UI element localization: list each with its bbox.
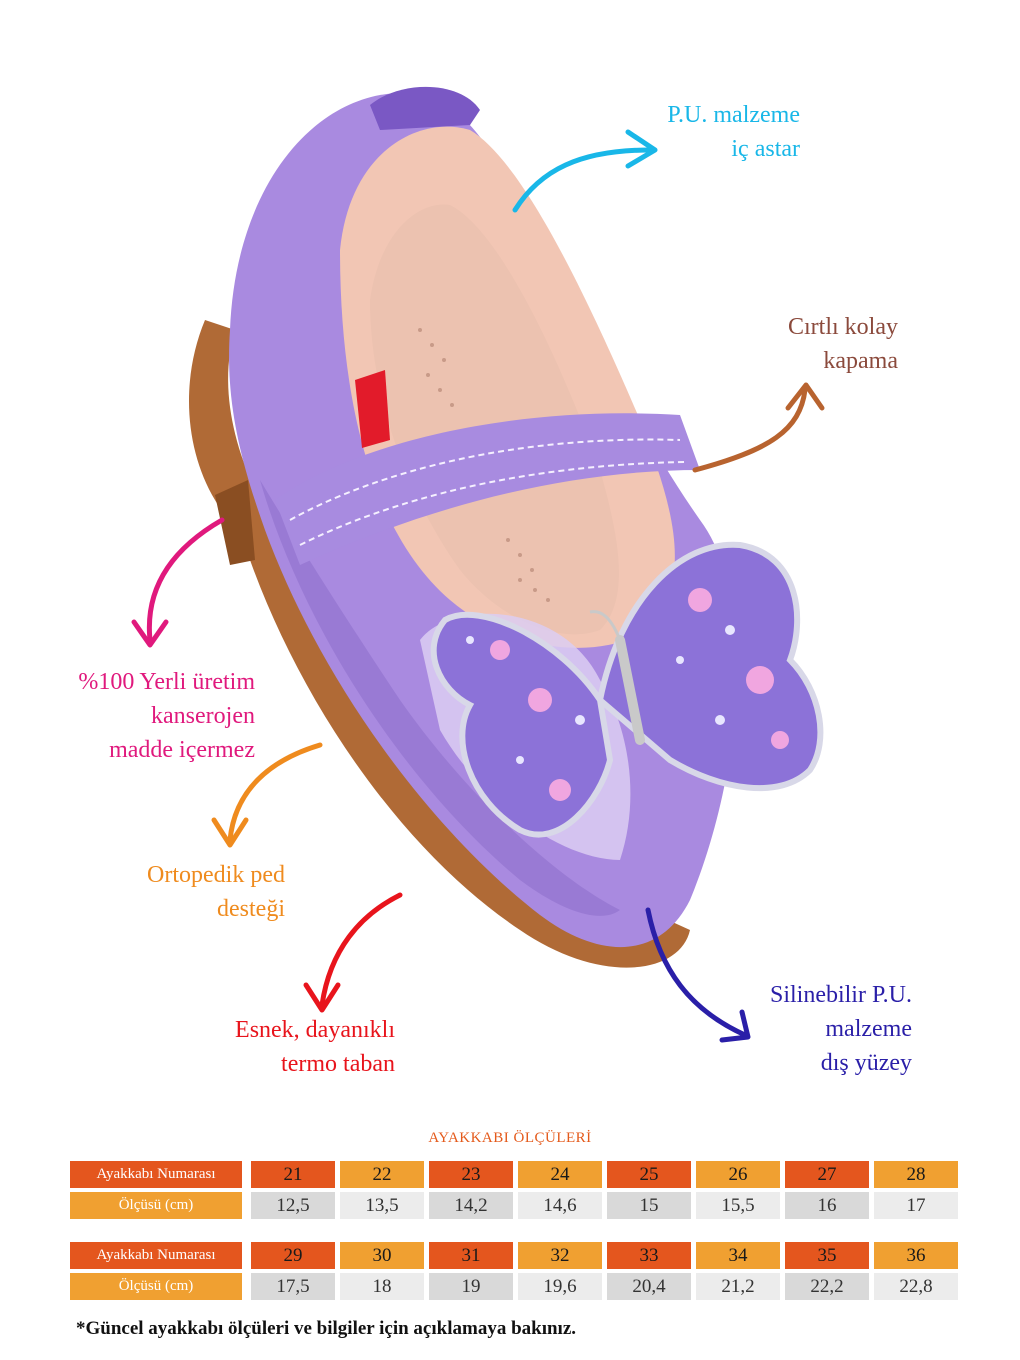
callout-text: Esnek, dayanıklı	[235, 1017, 395, 1043]
callout-arrows	[131, 129, 825, 1043]
arrow-closure	[692, 387, 808, 473]
size-cell: 31	[429, 1242, 513, 1269]
callout-text: Silinebilir P.U.	[769, 982, 912, 1008]
callout-text: kanserojen	[151, 703, 255, 729]
size-cell: 33	[607, 1242, 691, 1269]
measure-cell: 22,8	[874, 1273, 958, 1300]
callout-surface: Silinebilir P.U. malzeme dış yüzey	[730, 978, 912, 1080]
measure-cell: 14,2	[429, 1192, 513, 1219]
shoe-strap	[275, 413, 700, 565]
measure-cell: 22,2	[785, 1273, 869, 1300]
size-cell: 21	[251, 1161, 335, 1188]
size-cell: 24	[518, 1161, 602, 1188]
callout-text: termo taban	[281, 1051, 395, 1077]
measure-cell: 12,5	[251, 1192, 335, 1219]
arrow-sole	[319, 892, 403, 1008]
shoe-illustration	[188, 86, 824, 968]
arrow-local	[146, 517, 225, 643]
callout-text: %100 Yerli üretim	[78, 669, 255, 695]
callout-ortho: Ortopedik ped desteği	[85, 858, 285, 926]
callout-text: iç astar	[731, 136, 800, 162]
size-cell: 34	[696, 1242, 780, 1269]
callout-text: dış yüzey	[820, 1050, 912, 1076]
measure-cell: 20,4	[607, 1273, 691, 1300]
size-cell: 35	[785, 1242, 869, 1269]
callout-text: kapama	[823, 348, 898, 374]
butterfly-ornament	[430, 541, 824, 838]
callout-lining: P.U. malzeme iç astar	[620, 98, 800, 166]
size-row-label: Ayakkabı Numarası	[70, 1161, 242, 1188]
footnote: *Güncel ayakkabı ölçüleri ve bilgiler iç…	[76, 1318, 577, 1339]
measure-cell: 14,6	[518, 1192, 602, 1219]
measure-cell: 13,5	[340, 1192, 424, 1219]
callout-text: desteği	[217, 896, 285, 922]
shoe-sole	[188, 320, 690, 968]
size-row-label: Ayakkabı Numarası	[70, 1242, 242, 1269]
measure-cell: 15,5	[696, 1192, 780, 1219]
measure-cell: 18	[340, 1273, 424, 1300]
size-cell: 29	[251, 1242, 335, 1269]
arrow-surface	[645, 907, 748, 1038]
callout-closure: Cırtlı kolay kapama	[720, 310, 898, 378]
measure-row-label: Ölçüsü (cm)	[70, 1192, 242, 1219]
measure-row-label: Ölçüsü (cm)	[70, 1273, 242, 1300]
size-cell: 26	[696, 1161, 780, 1188]
measure-cell: 19,6	[518, 1273, 602, 1300]
size-cell: 25	[607, 1161, 691, 1188]
callout-text: Ortopedik ped	[147, 862, 285, 888]
size-cell: 30	[340, 1242, 424, 1269]
size-cell: 32	[518, 1242, 602, 1269]
callout-sole: Esnek, dayanıklı termo taban	[190, 1013, 395, 1081]
callout-text: Cırtlı kolay	[788, 314, 898, 340]
size-cell: 28	[874, 1161, 958, 1188]
measure-cell: 15	[607, 1192, 691, 1219]
arrow-ortho	[227, 742, 323, 843]
size-table-title: AYAKKABI ÖLÇÜLERİ	[428, 1130, 592, 1146]
callout-local: %100 Yerli üretim kanserojen madde içerm…	[20, 665, 255, 767]
measure-cell: 19	[429, 1273, 513, 1300]
callout-text: madde içermez	[109, 737, 255, 763]
size-cell: 22	[340, 1161, 424, 1188]
arrow-lining	[512, 147, 653, 213]
size-cell: 27	[785, 1161, 869, 1188]
size-cell: 23	[429, 1161, 513, 1188]
callout-text: P.U. malzeme	[667, 102, 800, 128]
measure-cell: 21,2	[696, 1273, 780, 1300]
size-cell: 36	[874, 1242, 958, 1269]
callout-text: malzeme	[825, 1016, 912, 1042]
measure-cell: 16	[785, 1192, 869, 1219]
measure-cell: 17,5	[251, 1273, 335, 1300]
measure-cell: 17	[874, 1192, 958, 1219]
